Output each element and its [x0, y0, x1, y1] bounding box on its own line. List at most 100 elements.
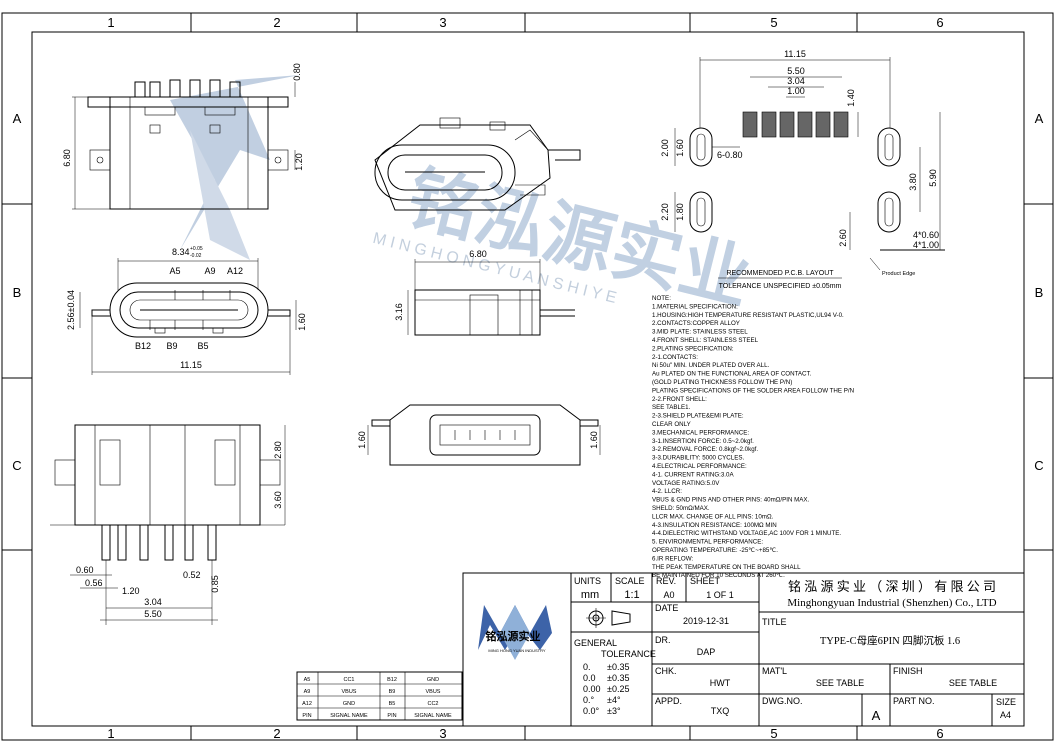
- date-value: 2019-12-31: [683, 616, 729, 626]
- note-line: THE PEAK TEMPERATURE ON THE BOARD SHALL: [652, 564, 801, 571]
- drawing-title: TYPE-C母座6PIN 四脚沉板 1.6: [820, 634, 960, 647]
- note-line: NOTE:: [652, 295, 671, 302]
- dim-label: 1.20: [294, 153, 304, 171]
- appd-label: APPD.: [655, 696, 682, 706]
- chk-value: HWT: [710, 678, 731, 688]
- pin-table-cell: CC2: [427, 701, 438, 707]
- note-line: 4-4.DIELECTRIC WITHSTAND VOLTAGE,AC 100V…: [652, 530, 841, 537]
- dim-label: 8.34: [172, 247, 190, 257]
- dim-tol-minus: -0.02: [190, 253, 202, 259]
- matl-value: SEE TABLE: [816, 678, 864, 688]
- dim-label: 2.00: [660, 139, 670, 157]
- dim-label: 0.52: [183, 570, 201, 580]
- company-name-cn: 铭 泓 源 实 业 （ 深 圳 ） 有 限 公 司: [788, 579, 996, 594]
- pcb-pads: [742, 111, 849, 138]
- note-line: (GOLD PLATING THICKNESS FOLLOW THE P/N): [652, 379, 792, 386]
- general-label: GENERAL: [574, 638, 617, 648]
- dim-label: 0.56: [85, 578, 103, 588]
- row-label: B: [13, 285, 22, 300]
- pin-table-cell: PIN: [387, 713, 396, 719]
- dim-label: 1.40: [846, 89, 856, 107]
- dim-label: 4*0.60: [913, 230, 939, 240]
- dim-label: 3.16: [394, 303, 404, 321]
- note-line: VOLTAGE RATING:5.0V: [652, 480, 720, 487]
- note-line: 5. ENVIRONMENTAL PERFORMANCE:: [652, 539, 763, 546]
- pin-table-cell: A9: [304, 689, 311, 695]
- dim-label: 2.60: [838, 229, 848, 247]
- pcb-layout: 11.15 5.50 3.04 1.00 1.40 2.00 1.60 6-0.…: [660, 49, 945, 290]
- dim-label: 6.80: [62, 149, 72, 167]
- pin-table-cell: A5: [304, 677, 311, 683]
- pin-table-cell: PIN: [302, 713, 311, 719]
- note-line: 3-1.INSERTION FORCE: 0.5~2.0kgf.: [652, 438, 754, 445]
- dim-label: 11.15: [180, 360, 202, 370]
- units-label: UNITS: [574, 576, 601, 586]
- note-line: OPERATING TEMPERATURE: -25℃~+85℃.: [652, 547, 778, 554]
- title-block: 铭泓源实业 MING HONG YUAN INDUSTRY UNITS mm S…: [462, 572, 1025, 727]
- tolerance-cell: ±0.25: [607, 684, 629, 694]
- watermark-logo: [170, 75, 300, 260]
- pcb-title: RECOMMENDED P.C.B. LAYOUT: [726, 270, 834, 277]
- tolerance-cell: ±4°: [607, 695, 621, 705]
- sheet-label: SHEET: [690, 576, 721, 586]
- tolerance-cell: ±3°: [607, 706, 621, 716]
- dim-label: 2.56±0.04: [66, 290, 76, 330]
- row-label: C: [12, 458, 21, 473]
- slot-label: 6-0.80: [717, 150, 743, 160]
- product-edge-label: Product Edge: [882, 271, 915, 277]
- pin-label: A5: [169, 266, 180, 276]
- tolerance-cell: 0.0: [583, 673, 596, 683]
- rear-view: 1.60 1.60: [357, 404, 601, 466]
- rev-letter: A: [872, 708, 881, 723]
- rev-value: A0: [663, 590, 674, 600]
- note-line: 4-1. CURRENT RATING:3.0A: [652, 471, 734, 478]
- dim-label: 3.04: [787, 76, 805, 86]
- tolerance-cell: ±0.35: [607, 662, 629, 672]
- note-line: 6.IR REFLOW:: [652, 555, 693, 562]
- finish-value: SEE TABLE: [949, 678, 997, 688]
- pin-table-cell: SIGNAL NAME: [414, 713, 452, 719]
- dr-label: DR.: [655, 635, 671, 645]
- matl-label: MAT'L: [762, 666, 787, 676]
- dim-label: 5.50: [787, 66, 805, 76]
- title-label: TITLE: [762, 617, 787, 627]
- iso-view: [374, 117, 581, 211]
- dim-label: 3.60: [273, 491, 283, 509]
- pin-table-cell: GND: [343, 701, 355, 707]
- dim-label: 1.60: [589, 431, 599, 449]
- top-view: 6.80 0.80 1.20: [62, 63, 304, 210]
- note-line: 3.MID PLATE: STAINLESS STEEL: [652, 329, 748, 336]
- units-value: mm: [581, 589, 599, 601]
- dim-tol-plus: +0.05: [190, 246, 203, 252]
- size-label: SIZE: [996, 697, 1016, 707]
- pin-label: B9: [166, 341, 177, 351]
- zone-labels: 1 2 3 5 6 1 2 3 5 6 A B C A B C: [12, 15, 1043, 741]
- dim-label: 1.60: [297, 313, 307, 331]
- dim-label: 2.20: [660, 203, 670, 221]
- dim-label: 1.00: [787, 86, 805, 96]
- rev-label: REV.: [656, 576, 676, 586]
- note-line: 3-3.DURABILITY: 5000 CYCLES.: [652, 455, 744, 462]
- row-label: C: [1034, 458, 1043, 473]
- bottom-view: 2.80 3.60 0.60 0.56 1.20 0.52 0.85 3.04 …: [50, 424, 286, 625]
- note-line: 4-2. LLCR:: [652, 488, 682, 495]
- pin-table-cell: VBUS: [426, 689, 441, 695]
- note-line: 1.MATERIAL SPECIFICATION:: [652, 303, 738, 310]
- dim-label: 1.80: [675, 203, 685, 221]
- dim-label: 1.60: [357, 431, 367, 449]
- pin-table-cell: B12: [387, 677, 397, 683]
- note-line: 2-1.CONTACTS:: [652, 354, 698, 361]
- sheet-value: 1 OF 1: [706, 590, 734, 600]
- tolerance-cell: 0.°: [583, 695, 595, 705]
- dim-label: 5.90: [928, 169, 938, 187]
- pin-table-cell: CC1: [343, 677, 354, 683]
- note-line: 1.HOUSING:HIGH TEMPERATURE RESISTANT PLA…: [652, 312, 844, 319]
- company-logo: 铭泓源实业 MING HONG YUAN INDUSTRY: [478, 605, 552, 660]
- tolerance-table: 0.±0.350.0±0.350.00±0.250.°±4°0.0°±3°: [583, 662, 629, 716]
- note-line: PLATING SPECIFICATIONS OF THE SOLDER ARE…: [652, 387, 854, 394]
- note-line: SEE TABLE1.: [652, 404, 691, 411]
- front-view: 8.34 +0.05 -0.02 A5 A9 A12 B12 B9 B5 2.5…: [66, 246, 307, 375]
- note-line: 2-3.SHIELD PLATE&EMI PLATE:: [652, 413, 744, 420]
- pin-table-cell: SIGNAL NAME: [330, 713, 368, 719]
